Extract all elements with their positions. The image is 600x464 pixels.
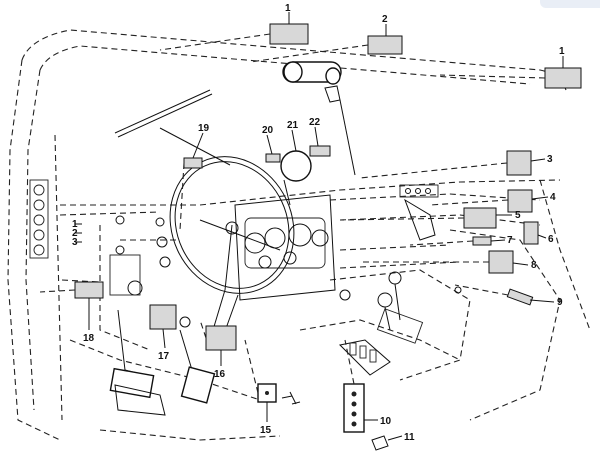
callout-19: 19	[198, 123, 210, 134]
callout-16: 16	[214, 369, 226, 380]
callout-1-right: 1	[559, 46, 565, 57]
plate-4	[507, 189, 533, 213]
gear-shifters	[338, 271, 462, 376]
leader-lines	[39, 12, 564, 441]
plate-19	[183, 157, 203, 169]
bolt-11	[371, 435, 389, 451]
window-corner-bar	[540, 0, 600, 8]
plate-18	[74, 281, 104, 299]
instrument-panel	[109, 150, 439, 301]
dome-light	[282, 61, 356, 176]
pedals	[109, 309, 216, 416]
plate-5	[463, 207, 497, 229]
vehicle-frame	[7, 29, 591, 441]
plate-1-top	[269, 23, 309, 45]
plate-6	[523, 221, 539, 245]
callout-18: 18	[83, 333, 95, 344]
side-mark-1: 1	[72, 219, 78, 230]
callout-10: 10	[380, 416, 392, 427]
callout-7: 7	[507, 235, 513, 246]
plate-22	[309, 145, 331, 157]
callout-9: 9	[557, 297, 563, 308]
callout-5: 5	[515, 210, 521, 221]
plate-1-right	[544, 67, 582, 89]
callout-17: 17	[158, 351, 170, 362]
callout-8: 8	[531, 260, 537, 271]
callout-1-top: 1	[285, 3, 291, 14]
wiper-arms	[114, 89, 231, 166]
callout-2: 2	[382, 14, 388, 25]
plate-3	[506, 150, 532, 176]
callout-21: 21	[287, 120, 299, 131]
callout-3: 3	[547, 154, 553, 165]
callout-numbers: 1 2 1 3 4 5 6 7 8 9 10 11 15 16 17 18 19…	[83, 3, 565, 443]
callout-4: 4	[550, 192, 556, 203]
plate-20	[265, 153, 281, 163]
callout-11: 11	[404, 432, 415, 443]
label-plates	[74, 23, 582, 451]
plate-9	[506, 288, 534, 306]
plate-8	[488, 250, 514, 274]
side-mark-3: 3	[72, 237, 78, 248]
callout-22: 22	[309, 117, 321, 128]
plate-16	[205, 325, 237, 351]
plate-2	[367, 35, 403, 55]
callout-6: 6	[548, 234, 554, 245]
side-mark-2: 2	[72, 228, 78, 239]
left-fuse-strip	[29, 179, 82, 259]
callout-20: 20	[262, 125, 274, 136]
callout-15: 15	[260, 425, 272, 436]
plate-17	[149, 304, 177, 330]
plate-7	[472, 236, 492, 246]
